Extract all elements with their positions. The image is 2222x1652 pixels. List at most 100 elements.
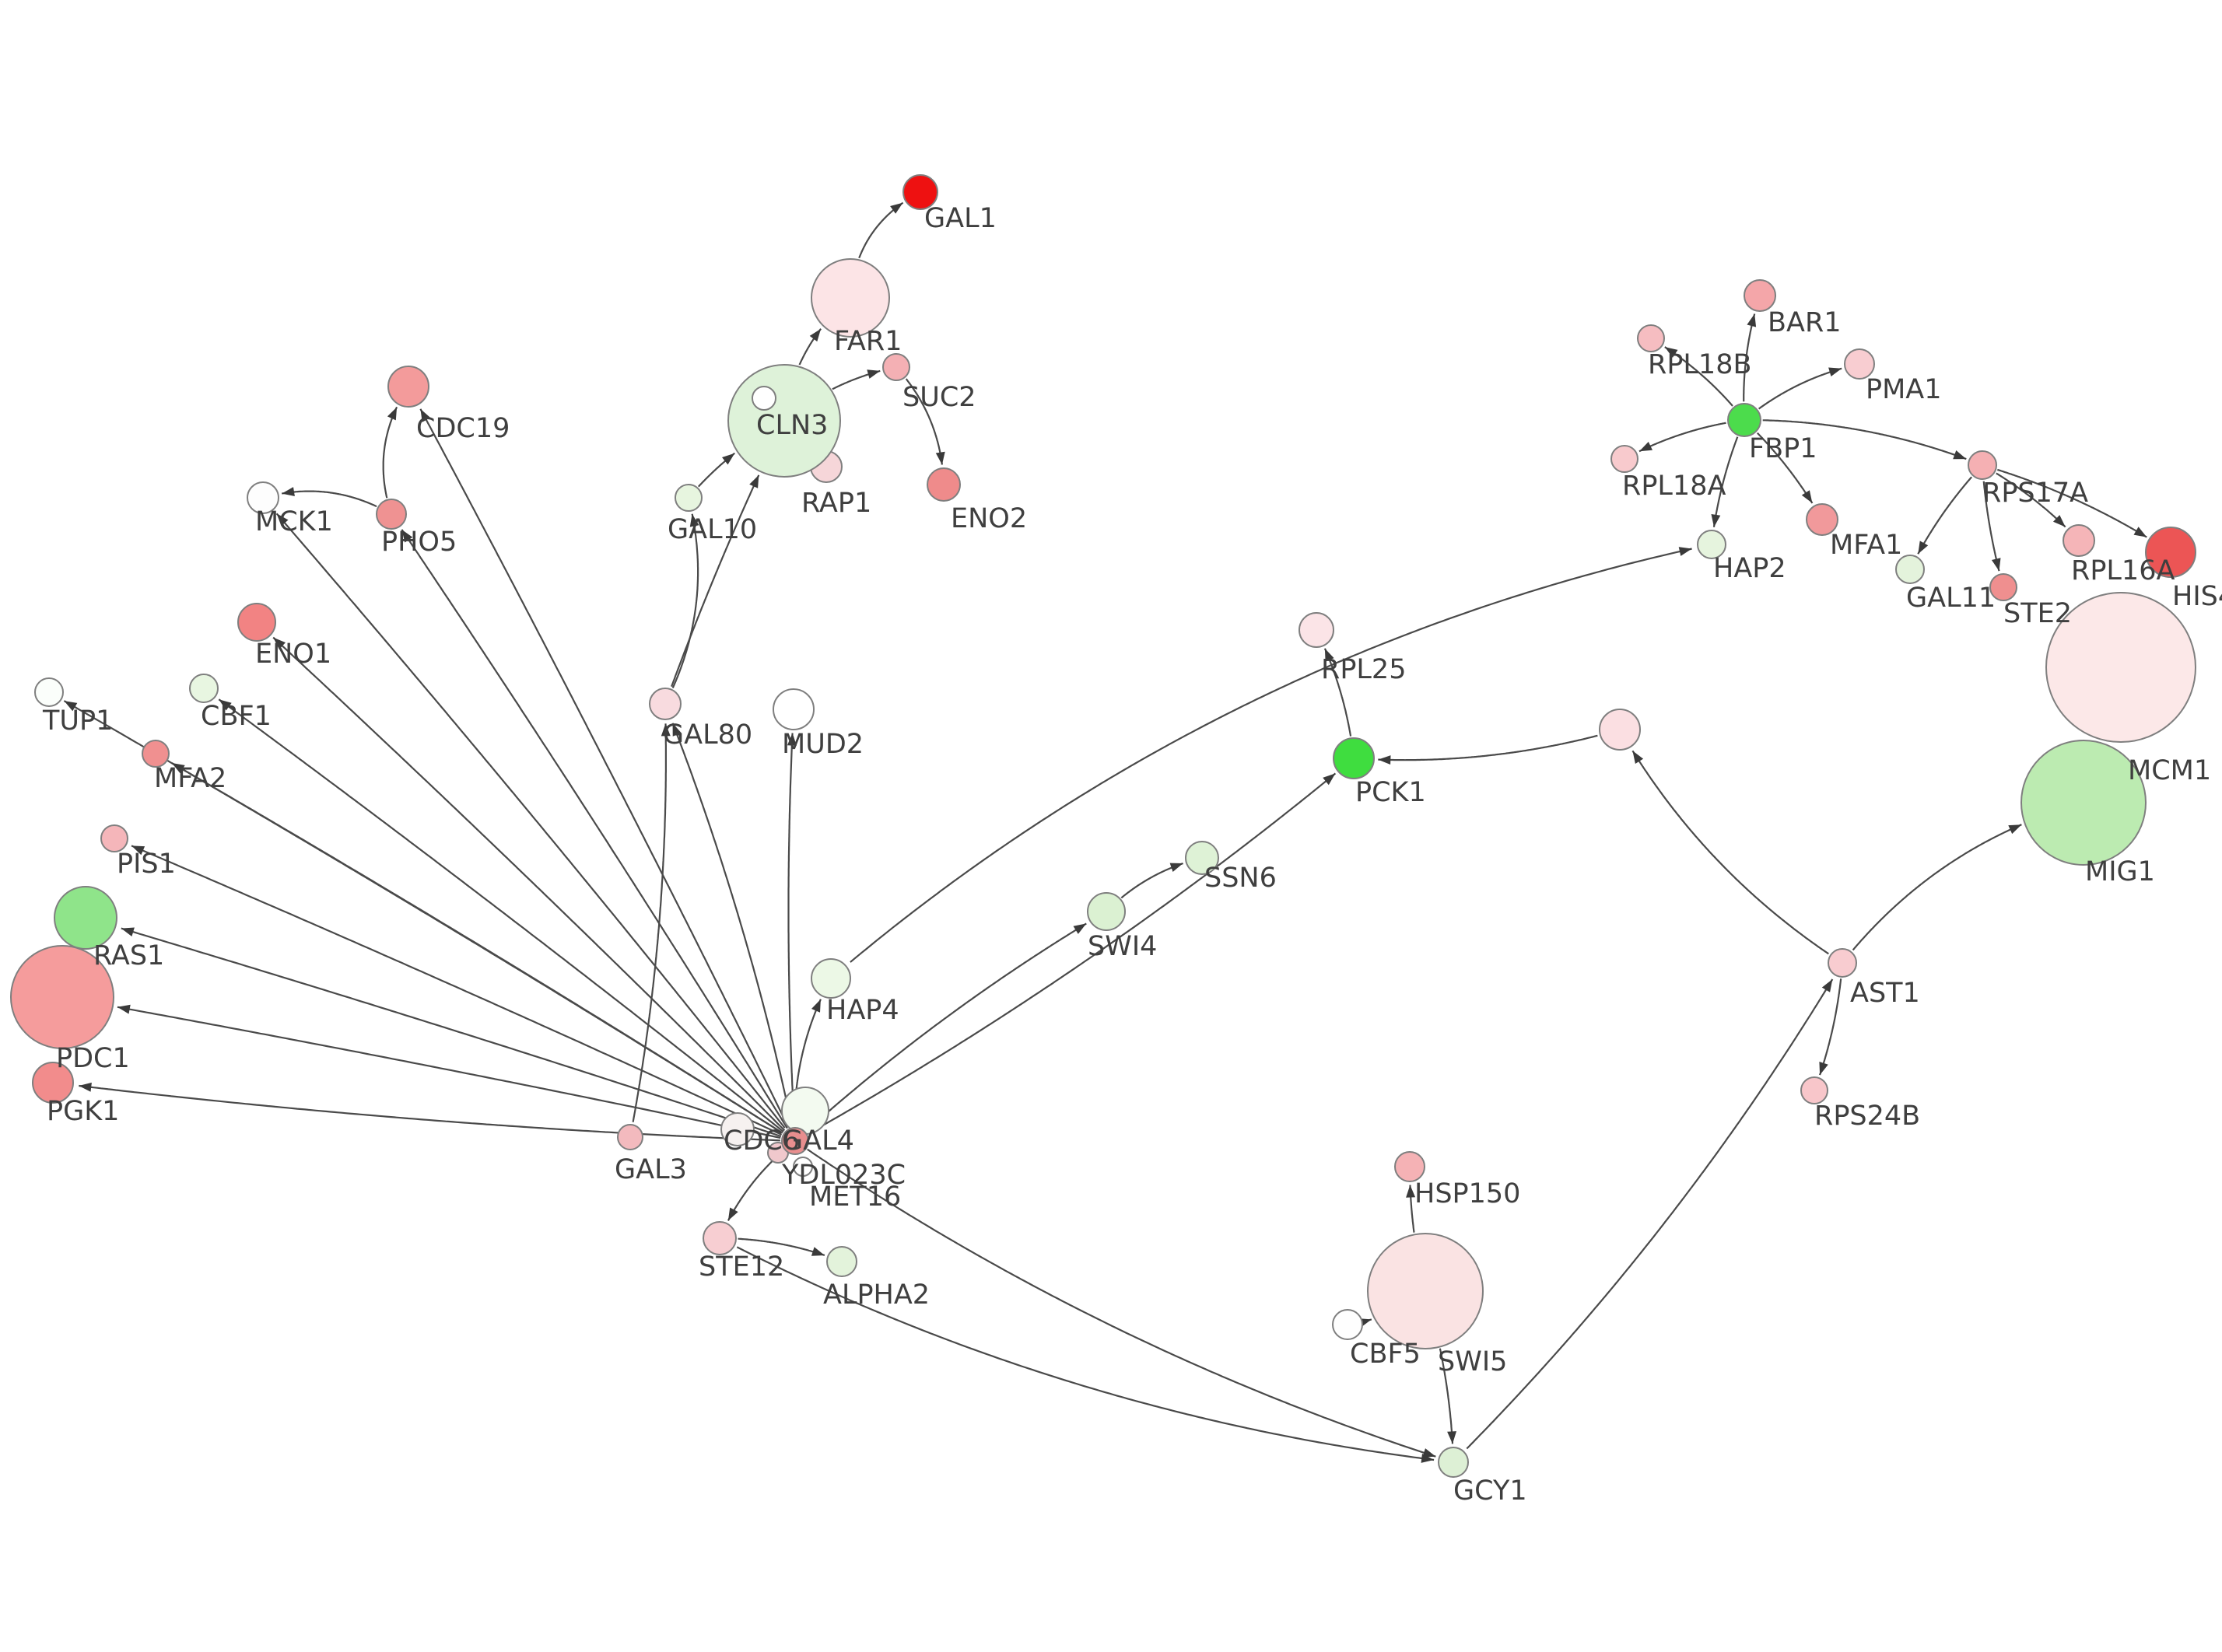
edge-GAL4-CDC19[interactable] (419, 408, 789, 1126)
node-RPS17A[interactable] (1968, 450, 1997, 480)
node-HAP4[interactable] (811, 958, 851, 999)
node-PGK1[interactable] (32, 1062, 74, 1104)
node-MUD2[interactable] (773, 688, 815, 730)
edge-CLN3-FAR1[interactable] (798, 328, 822, 366)
edge-line-GAL4-GCY1[interactable] (807, 1148, 1436, 1458)
edge-line-SWI5-GCY1[interactable] (1439, 1348, 1454, 1444)
node-GCY1[interactable] (1438, 1447, 1469, 1478)
edge-FBP1-HAP2[interactable] (1711, 436, 1739, 527)
node-FAR1[interactable] (811, 258, 890, 338)
edge-line-GAL80-CLN3[interactable] (671, 474, 760, 688)
edge-GAL4-PCK1[interactable] (809, 772, 1337, 1134)
node-GAL10[interactable] (675, 484, 703, 512)
node-GAL11[interactable] (1895, 555, 1925, 584)
node-RPL16A[interactable] (2063, 524, 2095, 557)
edge-AST1-RPS24B[interactable] (1819, 978, 1842, 1076)
edge-line-GCY1-AST1[interactable] (1466, 978, 1834, 1450)
edge-GAL4-ENO1[interactable] (272, 636, 786, 1132)
edge-FBP1-MFA1[interactable] (1757, 432, 1814, 504)
edge-GAL4-PGK1[interactable] (79, 1082, 780, 1142)
node-PHO5[interactable] (376, 499, 407, 530)
edge-line-AST1-MIG1[interactable] (1852, 824, 2022, 951)
node-GAL3[interactable] (617, 1124, 643, 1150)
edge-line-GAL4-GAL80[interactable] (671, 723, 793, 1126)
node-MIG1[interactable] (2020, 740, 2147, 866)
edge-line-GAL80-GAL10[interactable] (671, 513, 699, 689)
node-RPL18A[interactable] (1610, 445, 1638, 473)
node-ENO2[interactable] (927, 467, 961, 502)
edge-line-GAL4-MUD2[interactable] (787, 733, 795, 1126)
edge-line-GAL4-CBF1[interactable] (218, 698, 784, 1132)
edge-FBP1-BAR1[interactable] (1743, 313, 1757, 402)
node-RPL18B[interactable] (1637, 324, 1665, 352)
node-FBP1[interactable] (1727, 403, 1761, 437)
edge-GAL4-PIS1[interactable] (131, 845, 783, 1136)
node-SUC2[interactable] (882, 353, 910, 381)
edge-GAL10-CLN3[interactable] (697, 452, 735, 488)
node-U2[interactable] (1599, 709, 1641, 751)
edge-GAL4-MUD2[interactable] (787, 733, 797, 1126)
edge-line-FBP1-BAR1[interactable] (1743, 313, 1756, 402)
edge-line-FBP1-RPL18A[interactable] (1638, 422, 1726, 453)
edge-RPS17A-STE2[interactable] (1982, 481, 2001, 572)
edge-line-GAL4-PHO5[interactable] (401, 529, 788, 1129)
node-GAL80[interactable] (649, 688, 682, 720)
edge-line-PHO5-CDC19[interactable] (382, 406, 398, 499)
edge-FBP1-RPL18B[interactable] (1664, 346, 1733, 407)
edge-line-STE12-GCY1[interactable] (736, 1246, 1435, 1461)
edge-line-U2-PCK1[interactable] (1378, 734, 1598, 761)
node-HIS4[interactable] (2145, 527, 2196, 578)
edge-PHO5-CDC19[interactable] (382, 406, 398, 499)
edge-GCY1-AST1[interactable] (1466, 978, 1834, 1450)
edge-line-GAL4-CDC19[interactable] (419, 408, 789, 1126)
edge-line-GAL4-PCK1[interactable] (809, 772, 1337, 1134)
edge-SUC2-ENO2[interactable] (905, 378, 945, 465)
edge-line-RPS17A-RPL16A[interactable] (1996, 472, 2066, 528)
edge-GAL4-MCK1[interactable] (275, 513, 786, 1129)
edge-STE12-GCY1[interactable] (736, 1246, 1435, 1463)
edge-line-FBP1-PMA1[interactable] (1758, 367, 1842, 410)
node-STE12[interactable] (703, 1221, 737, 1255)
node-CBF5[interactable] (1332, 1309, 1363, 1340)
edge-line-RPS17A-HIS4[interactable] (1996, 468, 2147, 538)
edge-GAL3-GAL80[interactable] (632, 723, 671, 1122)
edge-line-FBP1-RPL18B[interactable] (1664, 346, 1733, 407)
edge-AST1-U2[interactable] (1631, 750, 1829, 955)
edge-GAL80-CLN3[interactable] (671, 474, 760, 688)
edge-RPS17A-GAL11[interactable] (1917, 476, 1973, 555)
edge-STE12-ALPHA2[interactable] (738, 1237, 825, 1257)
edge-line-GAL4-SWI4[interactable] (806, 922, 1087, 1132)
edge-line-GAL4-ENO1[interactable] (272, 636, 786, 1132)
edge-CLN3-SUC2[interactable] (832, 369, 881, 390)
edge-line-GAL4-MCK1[interactable] (275, 513, 786, 1129)
edge-line-GAL4-PGK1[interactable] (79, 1084, 780, 1142)
node-HSP150[interactable] (1394, 1151, 1425, 1182)
edge-GAL4-MFA2[interactable] (171, 762, 783, 1134)
node-PIS1[interactable] (100, 824, 128, 852)
edge-line-GAL4-RAS1[interactable] (121, 927, 782, 1138)
node-MET16[interactable] (793, 1157, 813, 1177)
node-HAP2[interactable] (1697, 530, 1726, 559)
node-GAL1[interactable] (902, 174, 938, 210)
edge-GAL80-GAL10[interactable] (671, 513, 699, 689)
node-CDC19[interactable] (387, 366, 429, 408)
edge-line-AST1-U2[interactable] (1631, 750, 1829, 955)
edge-FBP1-RPS17A[interactable] (1762, 419, 1967, 460)
edge-HAP4-HAP2[interactable] (850, 547, 1692, 963)
edge-line-GAL4-MFA2[interactable] (171, 762, 783, 1134)
node-MFA1[interactable] (1806, 503, 1838, 536)
edge-GAL4-PHO5[interactable] (401, 529, 788, 1129)
node-U1[interactable] (752, 386, 776, 411)
node-AST1[interactable] (1828, 948, 1857, 978)
edge-line-RPS17A-STE2[interactable] (1982, 481, 2000, 572)
edge-SWI4-SSN6[interactable] (1120, 863, 1184, 899)
node-SWI5[interactable] (1367, 1233, 1484, 1349)
node-SWI4[interactable] (1087, 892, 1126, 931)
edge-PHO5-MCK1[interactable] (281, 487, 377, 508)
edge-PCK1-RPL25[interactable] (1323, 648, 1352, 737)
node-PDC1[interactable] (10, 945, 114, 1049)
node-ALPHA2[interactable] (826, 1246, 857, 1277)
node-CDC6[interactable] (720, 1112, 755, 1146)
